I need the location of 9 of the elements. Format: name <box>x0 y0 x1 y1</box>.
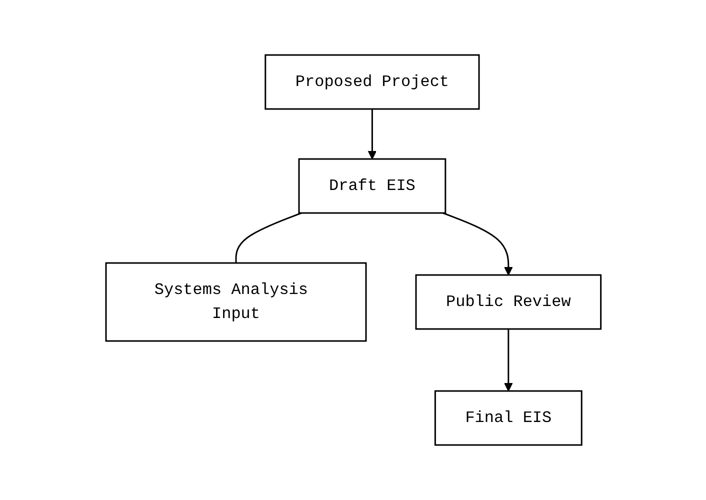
node-box: Proposed Project <box>264 54 480 110</box>
node-box: Draft EIS <box>298 158 446 214</box>
node-box: Systems Analysis Input <box>104 262 366 342</box>
arrow <box>442 212 512 276</box>
node-box: Public Review <box>414 274 602 330</box>
arrow <box>367 109 376 160</box>
arrow <box>504 329 512 392</box>
node-box: Final EIS <box>434 390 582 446</box>
connector <box>234 212 302 263</box>
